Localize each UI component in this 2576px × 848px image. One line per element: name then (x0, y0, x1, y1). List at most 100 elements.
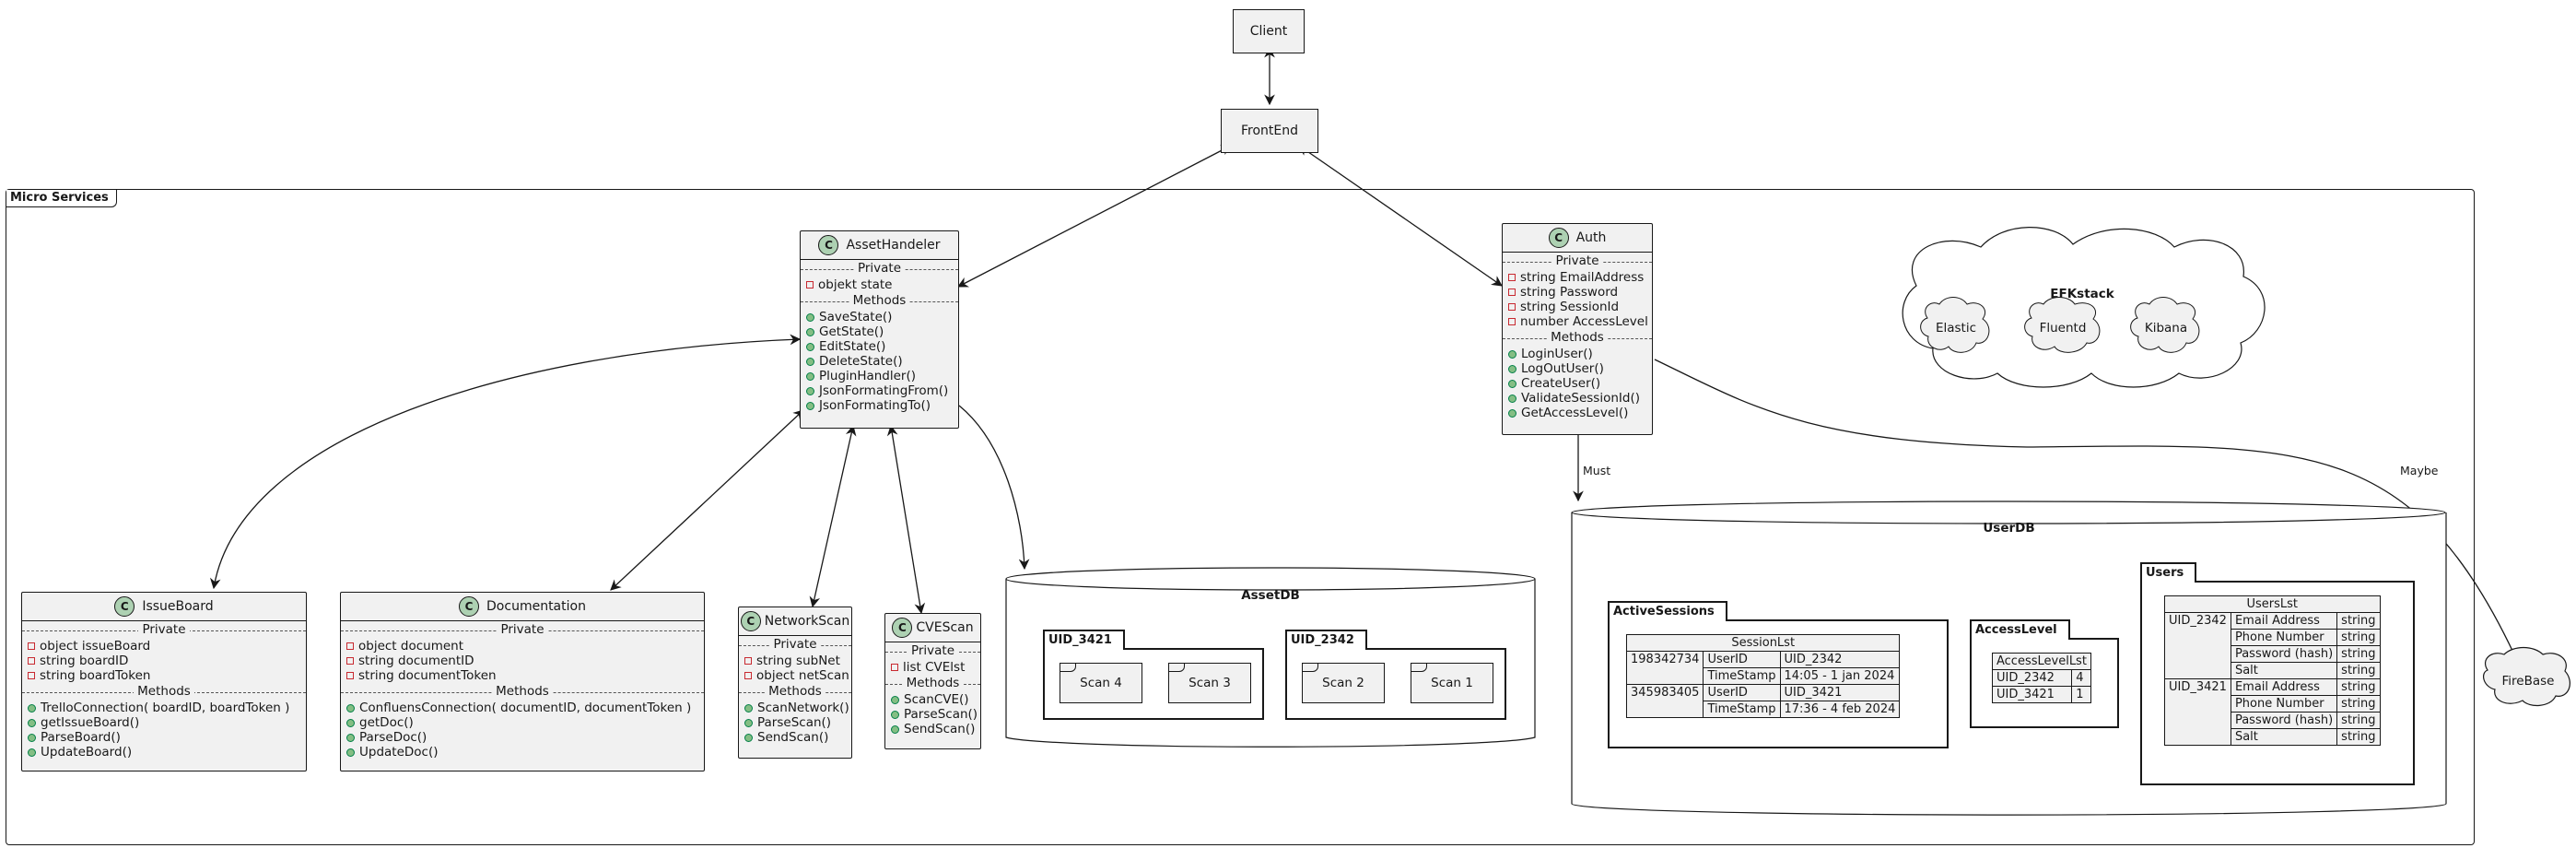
class-icon: C (818, 235, 839, 255)
method: ConfluensConnection( documentID, documen… (359, 701, 692, 715)
section-private: Private (769, 637, 821, 652)
member: objekt state (818, 277, 893, 292)
private-visibility-icon (28, 642, 35, 650)
field-key: TimeStamp (1703, 701, 1781, 718)
method: LoginUser() (1521, 347, 1593, 361)
scan-label: Scan 4 (1080, 676, 1122, 690)
private-visibility-icon (28, 672, 35, 679)
method: SendScan() (904, 722, 976, 736)
edge-frontend-assethandeler (956, 145, 1233, 288)
package-users: Users UsersLst UID_2342 Email Address st… (2140, 562, 2415, 785)
field-type: string (2336, 629, 2381, 646)
users-table: UsersLst UID_2342 Email Address string P… (2164, 595, 2381, 746)
member: string documentID (358, 654, 474, 668)
section-methods: Methods (765, 684, 825, 699)
private-visibility-icon (1508, 289, 1516, 296)
class-icon: C (459, 596, 480, 617)
section-methods: Methods (849, 293, 910, 308)
member: string boardID (40, 654, 129, 668)
field-type: string (2336, 695, 2381, 713)
table-row: Password (hash) string (2165, 645, 2381, 663)
method: LogOutUser() (1521, 361, 1604, 376)
user-id: UID_2342 (1991, 669, 2073, 687)
public-visibility-icon (806, 327, 814, 336)
package-uid-3421: UID_3421 Scan 4 Scan 3 (1043, 630, 1264, 720)
method: SendScan() (757, 730, 829, 745)
method: ParseScan() (757, 715, 832, 730)
package-access-level: AccessLevel AccessLevelLst UID_2342 4 UI… (1970, 619, 2119, 728)
method: ParseDoc() (359, 730, 427, 745)
edge-label-must: Must (1583, 464, 1611, 477)
field-type: string (2336, 728, 2381, 746)
public-visibility-icon (744, 733, 753, 742)
field-type: string (2336, 662, 2381, 679)
field-key: UserID (1703, 651, 1781, 668)
section-private: Private (853, 261, 906, 276)
class-name: CVEScan (916, 620, 974, 635)
private-visibility-icon (346, 642, 354, 650)
method: CreateUser() (1521, 376, 1601, 391)
method: PluginHandler() (819, 369, 917, 383)
public-visibility-icon (744, 703, 753, 713)
method: getDoc() (359, 715, 414, 730)
public-visibility-icon (28, 718, 36, 727)
class-icon: C (892, 618, 913, 638)
frontend-label: FrontEnd (1240, 124, 1298, 138)
private-visibility-icon (891, 664, 898, 671)
elastic-cloud-shape (1920, 297, 1990, 353)
field-key: Salt (2230, 662, 2338, 679)
scan-artifact: Scan 1 (1411, 663, 1493, 703)
method: EditState() (819, 339, 886, 354)
micro-services-frame: Micro Services (6, 189, 2475, 845)
micro-services-title: Micro Services (6, 190, 117, 207)
scan-artifact: Scan 3 (1168, 663, 1251, 703)
member: object netScan (756, 668, 849, 683)
private-visibility-icon (1508, 274, 1516, 281)
class-icon: C (740, 611, 761, 631)
field-key: Phone Number (2230, 695, 2338, 713)
table-row: 198342734 UserID UID_2342 (1625, 651, 1901, 685)
field-key: Email Address (2230, 612, 2338, 630)
table-row: UID_3421 1 (1991, 686, 2091, 703)
method: UpdateBoard() (41, 745, 133, 760)
edge-frontend-auth (1298, 145, 1503, 287)
public-visibility-icon (28, 733, 36, 742)
section-methods: Methods (134, 684, 194, 699)
member: number AccessLevel (1520, 314, 1648, 329)
scan-label: Scan 1 (1431, 676, 1473, 690)
field-value: 17:36 - 4 feb 2024 (1779, 701, 1901, 718)
scan-artifact: Scan 2 (1302, 663, 1385, 703)
package-title: AccessLevel (1970, 619, 2070, 640)
class-name: NetworkScan (764, 614, 850, 629)
private-visibility-icon (744, 672, 752, 679)
method: ScanNetwork() (757, 701, 849, 715)
field-value: UID_3421 (1779, 684, 1901, 701)
session-id: 198342734 (1625, 651, 1704, 685)
client-label: Client (1249, 24, 1288, 39)
field-key: Salt (2230, 728, 2338, 746)
table-title: SessionLst (1625, 634, 1901, 652)
section-private: Private (497, 622, 548, 637)
method: GetAccessLevel() (1521, 406, 1629, 420)
field-key: Phone Number (2230, 629, 2338, 646)
kibana-label: Kibana (2144, 321, 2188, 336)
method: UpdateDoc() (359, 745, 439, 760)
user-id: UID_3421 (2164, 678, 2231, 746)
public-visibility-icon (346, 748, 355, 757)
package-title: UID_2342 (1285, 630, 1367, 650)
public-visibility-icon (891, 695, 899, 704)
session-id: 345983405 (1625, 684, 1704, 718)
public-visibility-icon (1508, 364, 1516, 373)
public-visibility-icon (346, 703, 355, 713)
member: string boardToken (40, 668, 151, 683)
section-private: Private (138, 622, 190, 637)
member: string SessionId (1520, 300, 1620, 314)
userdb-title: UserDB (1983, 521, 2035, 536)
private-visibility-icon (806, 281, 814, 289)
field-type: string (2336, 645, 2381, 663)
edge-asset-assetdb (958, 405, 1030, 571)
member: string subNet (756, 654, 840, 668)
method: TrelloConnection( boardID, boardToken ) (41, 701, 290, 715)
